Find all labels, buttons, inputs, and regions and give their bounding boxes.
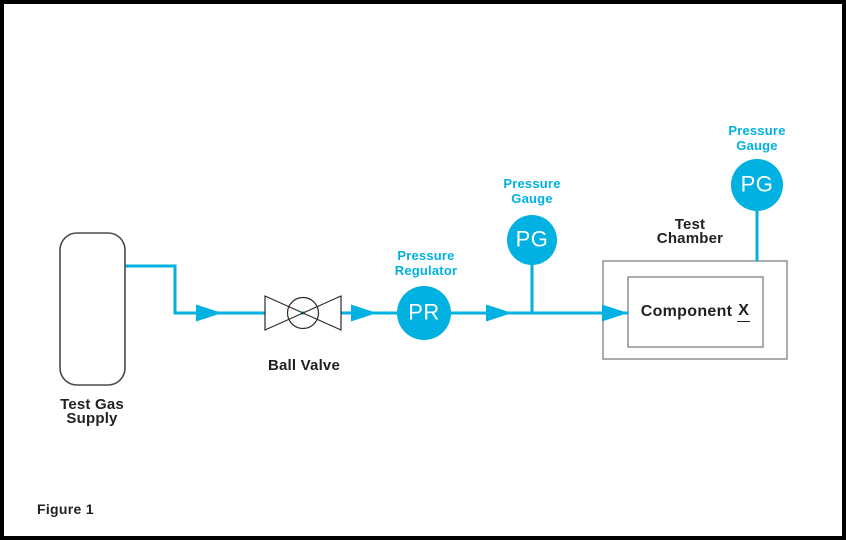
pressure-regulator-label: Pressure Regulator	[394, 248, 458, 278]
test-gas-supply-label: Test Gas Supply	[60, 396, 124, 427]
flow-arrow	[602, 304, 628, 322]
pressure-regulator-circle	[397, 286, 451, 340]
test-gas-supply-label-line2: Supply	[66, 410, 118, 427]
test-chamber-label: Test Chamber	[656, 216, 724, 247]
pressure-gauge-chamber-circle	[731, 159, 783, 211]
pressure-gauge-inline-label-line1: Pressure	[503, 176, 561, 191]
pressure-gauge-chamber-label-line1: Pressure	[728, 123, 786, 138]
ball-valve-label: Ball Valve	[267, 357, 341, 374]
pressure-regulator-label-line2: Regulator	[394, 262, 458, 278]
gas-cylinder	[59, 232, 126, 386]
pipe-main	[125, 264, 628, 315]
component-name: Component	[640, 303, 733, 320]
pressure-regulator-symbol: PR	[408, 299, 440, 325]
test-gas-supply-label-line1: Test Gas	[60, 396, 124, 413]
pressure-gauge-inline-symbol: PG	[515, 226, 549, 252]
ball-valve-ball	[286, 296, 320, 330]
test-chamber-label-line2: Chamber	[656, 230, 724, 247]
flow-arrow	[486, 304, 512, 322]
flow-arrow	[196, 304, 222, 322]
pressure-gauge-chamber-label-line2: Gauge	[736, 137, 778, 153]
pressure-gauge-chamber-symbol: PG	[740, 171, 774, 197]
figure-caption: Figure 1	[37, 501, 94, 517]
pressure-gauge-inline-circle	[507, 215, 557, 265]
ball-valve-body	[264, 295, 342, 331]
test-chamber-label-line1: Test	[674, 216, 706, 233]
pressure-gauge-inline-label-line2: Gauge	[511, 190, 553, 206]
component-designator: X	[737, 302, 751, 322]
flow-arrow	[351, 304, 377, 322]
pressure-gauge-inline-label: Pressure Gauge	[503, 176, 561, 206]
pressure-gauge-chamber-label: Pressure Gauge	[728, 123, 786, 153]
pressure-regulator-label-line1: Pressure	[397, 248, 455, 263]
